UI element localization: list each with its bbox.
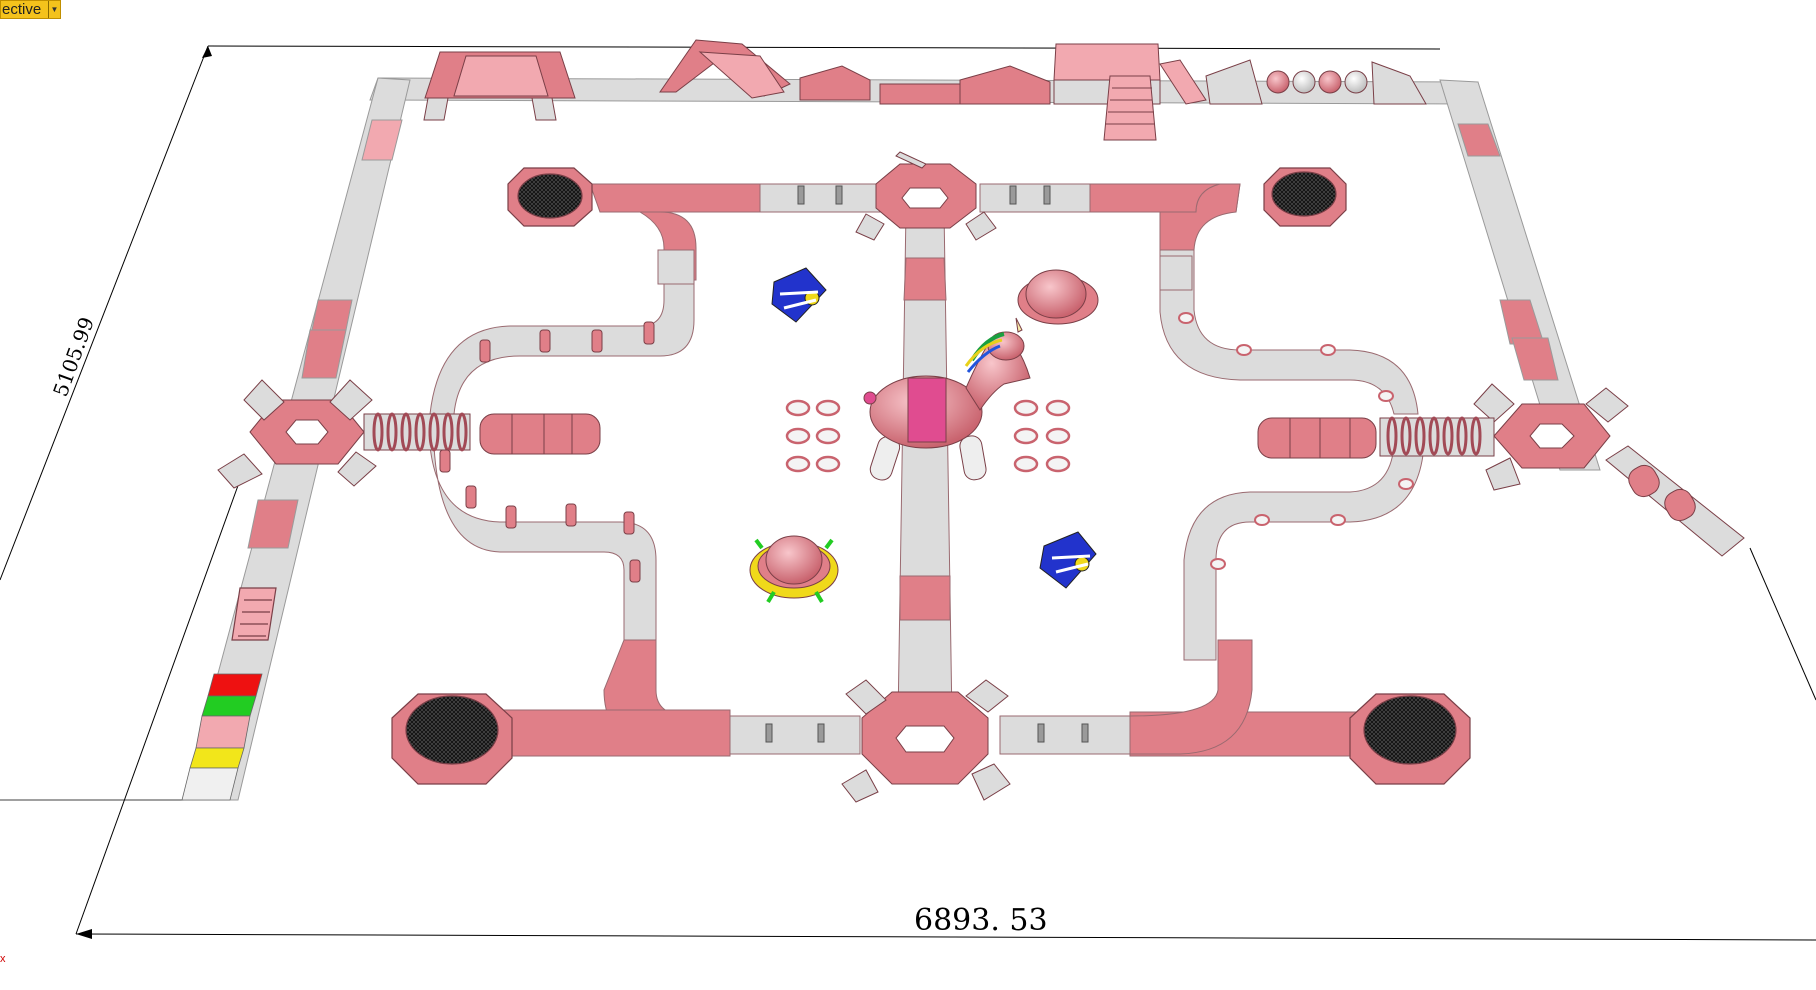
depth-dimension-label: 5105.99 [48,314,99,400]
ladder-tower [231,587,277,641]
unicorn-inflatable [863,317,1031,481]
track-posts [439,321,655,583]
dome-climber-bottom [749,535,839,604]
ring-cluster-left [785,399,841,473]
trampoline-top-right [1263,167,1347,227]
right-star-hub [1473,383,1745,557]
dimension-lines [0,45,1816,941]
center-bottom-hub [841,679,1011,803]
track-handles [765,185,1089,743]
right-spring-tunnel [1257,416,1495,459]
width-dimension-label: 6893. 53 [914,903,1048,938]
ring-cluster-right [1013,399,1071,473]
axis-x-marker: x [0,953,6,965]
left-spring-tunnel [363,412,601,455]
track-rings-right [1178,312,1414,570]
drum-spinner-top [771,267,827,323]
viewport-label: ective [2,1,42,18]
top-structures [423,39,1427,141]
drum-spinner-bottom [1039,531,1097,589]
inner-track [429,183,1425,757]
trampoline-bottom-left [391,693,513,785]
trampoline-bottom-right [1349,693,1471,785]
color-stripe-mat [181,673,263,801]
trampoline-top-left [507,167,593,227]
viewport-tab[interactable]: ective ▼ [0,0,61,19]
center-top-hub [855,151,997,241]
left-star-hub [217,379,377,489]
dome-climber-top [1017,269,1099,325]
dropdown-arrow-icon[interactable]: ▼ [48,1,60,18]
